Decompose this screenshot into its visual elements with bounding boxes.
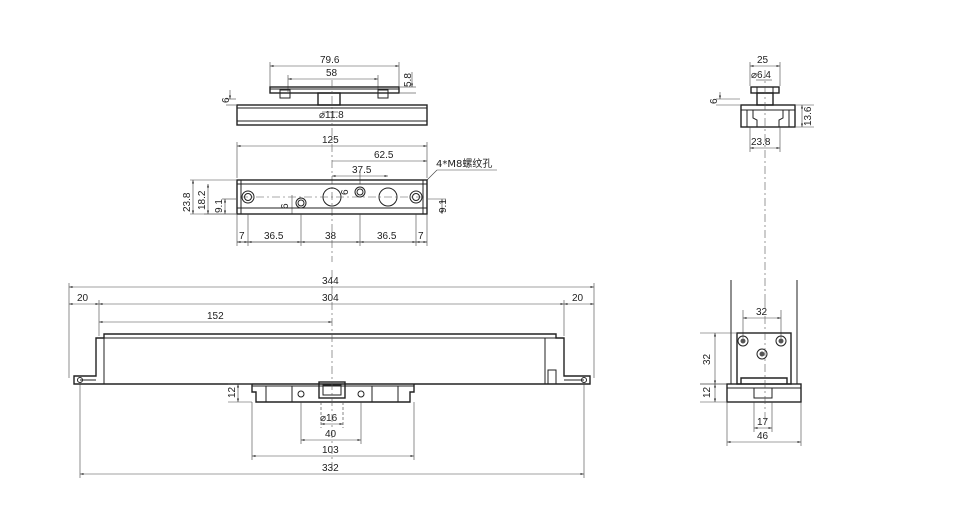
dim-side-32-w: 32 xyxy=(756,307,768,318)
dim-plate-125: 125 xyxy=(322,135,339,146)
dim-plate-18-2: 18.2 xyxy=(197,190,208,210)
dim-body-103: 103 xyxy=(322,445,339,456)
dim-plate-23-8: 23.8 xyxy=(182,192,193,212)
dim-side-12: 12 xyxy=(702,386,713,398)
side-bottom-view: 32 32 12 17 46 xyxy=(700,280,802,446)
dim-spacing-36-5-left: 36.5 xyxy=(264,231,284,242)
dim-side-bore: ⌀6.4 xyxy=(751,70,771,81)
dim-side-17: 17 xyxy=(757,417,769,428)
dim-body-152: 152 xyxy=(207,311,224,322)
dim-body-332: 332 xyxy=(322,463,339,474)
dim-spacing-7-left: 7 xyxy=(239,231,245,242)
dim-spacing-38: 38 xyxy=(325,231,337,242)
dim-spacing-36-5-right: 36.5 xyxy=(377,231,397,242)
dim-plate-6-left: 6 xyxy=(280,203,291,209)
dim-body-40: 40 xyxy=(325,429,337,440)
dim-plate-6-mid: 6 xyxy=(340,189,351,195)
side-bolt-hole xyxy=(775,335,787,347)
dim-top-bore: ⌀11.8 xyxy=(319,110,344,121)
dim-side-32-h: 32 xyxy=(702,353,713,365)
dim-side-6: 6 xyxy=(709,98,720,104)
dim-body-12: 12 xyxy=(227,386,238,398)
dim-body-344: 344 xyxy=(322,276,339,287)
dim-side-13-6: 13.6 xyxy=(803,106,814,126)
dim-top-58: 58 xyxy=(326,68,338,79)
main-body-view: 344 20 304 20 152 12 xyxy=(68,270,595,478)
plate-small-hole xyxy=(295,197,307,209)
dim-plate-9-1-left: 9.1 xyxy=(214,199,225,213)
dim-body-304: 304 xyxy=(322,293,339,304)
dim-plate-37-5: 37.5 xyxy=(352,165,372,176)
dim-side-46: 46 xyxy=(757,431,769,442)
dim-top-5-8: 5.8 xyxy=(403,73,414,87)
plate-view: 125 62.5 37.5 6 4*M8螺纹孔 23.8 18.2 9.1 6 … xyxy=(182,135,497,246)
dim-body-20-right: 20 xyxy=(572,293,584,304)
dim-side-25: 25 xyxy=(757,55,769,66)
top-bracket-view: 79.6 58 5.8 6 ⌀11.8 xyxy=(221,55,428,262)
dim-body-20-left: 20 xyxy=(77,293,89,304)
dim-top-6: 6 xyxy=(221,97,232,103)
dim-plate-62-5: 62.5 xyxy=(374,150,394,161)
dim-body-pin: ⌀16 xyxy=(320,413,338,424)
side-bolt-hole xyxy=(756,348,768,360)
dim-top-79-6: 79.6 xyxy=(320,55,340,66)
dim-side-23-8: 23.8 xyxy=(751,137,771,148)
dim-spacing-7-right: 7 xyxy=(418,231,424,242)
dim-plate-9-1-right: 9.1 xyxy=(438,199,449,213)
thread-note: 4*M8螺纹孔 xyxy=(436,157,492,170)
side-bolt-hole xyxy=(737,335,749,347)
side-top-view: 25 ⌀6.4 6 13.6 23.8 xyxy=(709,55,814,300)
